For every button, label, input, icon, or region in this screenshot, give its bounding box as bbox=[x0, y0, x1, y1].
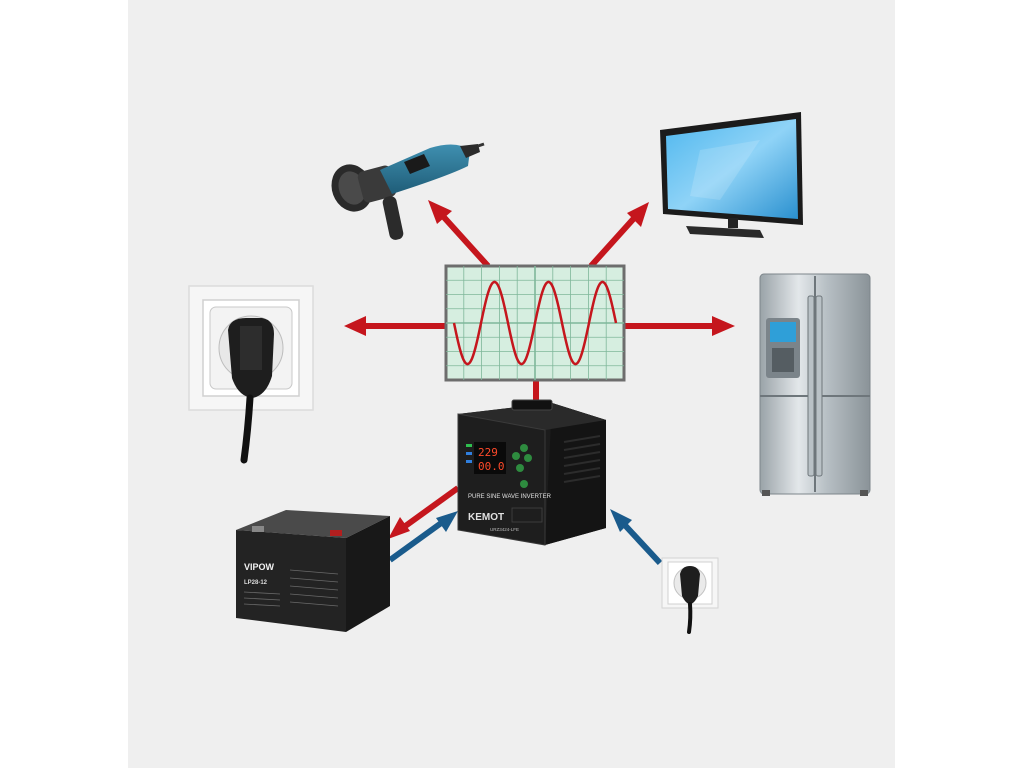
arrow-socket-to-inverter bbox=[610, 509, 663, 566]
input-arrows bbox=[388, 509, 663, 566]
arrow-to-fridge bbox=[624, 316, 735, 336]
inverter-buttons bbox=[512, 444, 532, 488]
refrigerator bbox=[759, 273, 871, 496]
inverter-display-second: 00.0 bbox=[478, 460, 505, 473]
wall-socket-input bbox=[661, 557, 719, 634]
arrow-to-socket bbox=[344, 316, 446, 336]
inverter-vents bbox=[563, 435, 601, 483]
inverter-label: PURE SINE WAVE INVERTER bbox=[468, 494, 552, 500]
wall-socket-left bbox=[188, 285, 314, 464]
inverter-unit: 229 00.0 PURE SINE WAVE INVERTER KEMOT U… bbox=[457, 399, 606, 546]
sine-wave bbox=[452, 280, 618, 366]
battery-model: LP28-12 bbox=[244, 580, 268, 586]
arrow-to-tv bbox=[588, 202, 649, 269]
battery: VIPOW LP28-12 bbox=[236, 510, 390, 632]
sine-wave-scope bbox=[444, 264, 626, 382]
battery-brand: VIPOW bbox=[244, 562, 275, 572]
arrow-to-grinder bbox=[428, 200, 491, 269]
inverter-model: URZ3424-LFE bbox=[490, 527, 519, 532]
arrow-inverter-to-battery bbox=[388, 485, 460, 539]
inverter-display-voltage: 229 bbox=[478, 446, 498, 459]
tv bbox=[660, 112, 803, 238]
battery-label-lines bbox=[243, 569, 339, 607]
inverter-brand: KEMOT bbox=[468, 512, 504, 523]
arrow-battery-to-inverter bbox=[388, 511, 458, 563]
angle-grinder bbox=[331, 142, 485, 240]
output-arrows bbox=[344, 200, 735, 539]
